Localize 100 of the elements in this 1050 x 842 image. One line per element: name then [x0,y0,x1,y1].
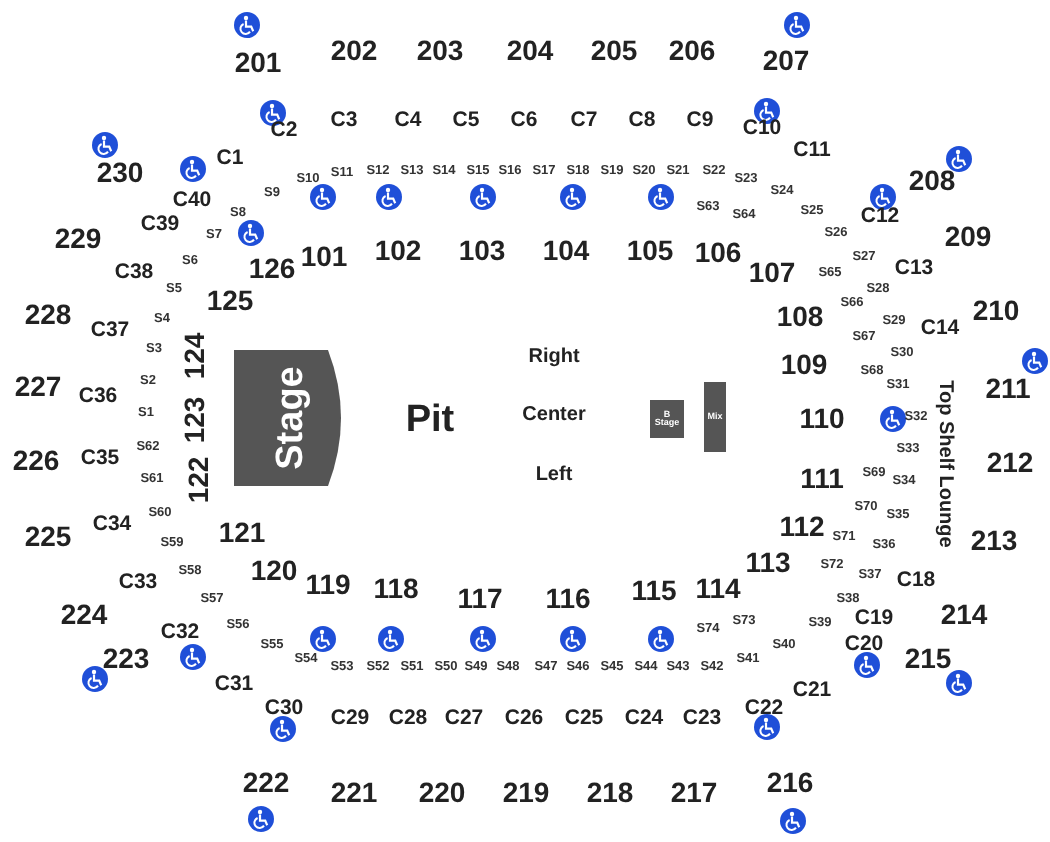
section-label: C6 [510,109,538,131]
section-label: 123 [180,396,208,444]
section-label: 209 [944,222,992,250]
section-label: C23 [682,707,722,729]
section-label: 116 [545,584,591,612]
section-label: C40 [172,189,212,211]
section-label: 120 [250,556,298,584]
section-label: 212 [986,448,1034,476]
section-label: 224 [60,600,108,628]
section-label: 108 [776,302,824,330]
section-label: 210 [972,296,1020,324]
section-label: 115 [631,576,677,604]
section-label: C18 [896,569,936,591]
area-label: Left [535,466,573,486]
section-label: C33 [118,571,158,593]
section-label: 217 [670,778,718,806]
section-label: 117 [457,584,503,612]
section-label: C13 [894,257,934,279]
section-label: C2 [270,119,298,141]
section-label: 103 [458,236,506,264]
section-label: 206 [668,36,716,64]
section-label: C26 [504,707,544,729]
section-label: C11 [793,139,831,161]
section-label: C7 [570,109,598,131]
area-label: Center [522,406,586,426]
section-label: C39 [140,213,180,235]
section-label: C9 [686,109,714,131]
section-label: C3 [330,109,358,131]
section-label: 205 [590,36,638,64]
section-label: 225 [24,522,72,550]
section-label: 230 [96,158,144,186]
section-label: 111 [800,464,844,492]
section-label: 228 [24,300,72,328]
section-label: 124 [180,332,208,380]
section-label: C32 [160,621,200,643]
section-label: C10 [742,117,782,139]
section-label: 218 [586,778,634,806]
section-label: C35 [80,447,120,469]
section-label: 122 [184,456,212,504]
section-label: 222 [242,768,290,796]
section-label: 106 [694,238,742,266]
section-label: C37 [90,319,130,341]
section-label: C8 [628,109,656,131]
section-label: 105 [626,236,674,264]
section-label: 107 [748,258,796,286]
section-label: 219 [502,778,550,806]
section-label: 113 [745,548,791,576]
section-label: C30 [264,697,304,719]
section-label: 202 [330,36,378,64]
section-label: C27 [444,707,484,729]
section-label: 114 [695,574,741,602]
section-label: 110 [799,404,845,432]
section-label: 211 [985,374,1031,402]
section-label: C22 [744,697,784,719]
section-label: 208 [908,166,956,194]
section-label: 109 [780,350,828,378]
section-label: 104 [542,236,590,264]
section-label: 201 [234,48,282,76]
section-label: 118 [373,574,419,602]
section-label: C12 [860,205,900,227]
section-label: 221 [330,778,378,806]
area-label: Top Shelf Lounge [934,380,954,548]
section-label: C25 [564,707,604,729]
section-label: 203 [416,36,464,64]
section-label: 119 [305,570,351,598]
section-label: 102 [374,236,422,264]
section-label: C34 [92,513,132,535]
section-label: C1 [216,147,244,169]
section-label: 101 [300,242,348,270]
section-label: 214 [940,600,988,628]
section-label: C4 [394,109,422,131]
section-label: 213 [970,526,1018,554]
section-label: C28 [388,707,428,729]
section-label: 223 [102,644,150,672]
section-label: C20 [844,633,884,655]
area-label: Pit [405,401,455,439]
section-label: C38 [114,261,154,283]
section-label: C5 [452,109,480,131]
area-label: Right [528,348,580,368]
section-label: 121 [218,518,266,546]
section-label: C29 [330,707,370,729]
b-stage-block [650,400,684,438]
section-label: 227 [14,372,62,400]
section-label: 220 [418,778,466,806]
section-label: C31 [214,673,254,695]
section-label: 125 [206,286,254,314]
section-label: 215 [904,644,952,672]
mix-position-block [704,382,726,452]
stage-label: Stage [272,366,312,470]
section-label: C14 [920,317,960,339]
section-label: 112 [779,512,825,540]
section-label: 126 [248,254,296,282]
section-label: C21 [792,679,832,701]
section-label: 204 [506,36,554,64]
section-label: C24 [624,707,664,729]
section-label: 229 [54,224,102,252]
section-label: 207 [762,46,810,74]
section-label: C19 [854,607,894,629]
section-label: 226 [12,446,60,474]
section-label: C36 [78,385,118,407]
